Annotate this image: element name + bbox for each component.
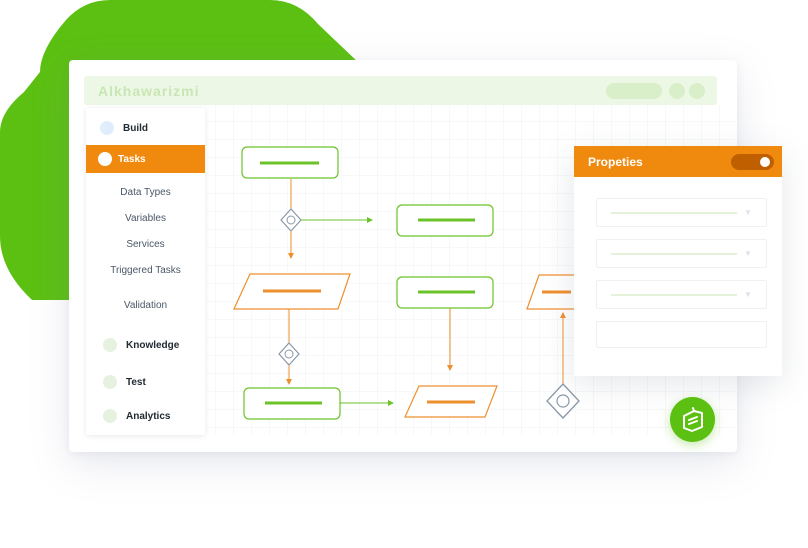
- sidebar-item-build[interactable]: Build: [86, 115, 205, 141]
- properties-toggle[interactable]: [731, 154, 774, 170]
- sidebar-item-knowledge[interactable]: Knowledge: [86, 332, 205, 358]
- sidebar-subitem-validation[interactable]: Validation: [123, 300, 168, 311]
- sidebar-item-label: Knowledge: [126, 339, 180, 351]
- sidebar: Build Tasks Data Types Variables Service…: [86, 108, 205, 435]
- flow-node-io[interactable]: [404, 385, 498, 418]
- chevron-down-icon: ▼: [744, 208, 752, 217]
- flow-builder-button[interactable]: [670, 397, 715, 442]
- flow-node-process[interactable]: [396, 276, 494, 309]
- sidebar-subitem-data-types[interactable]: Data Types: [120, 187, 171, 198]
- window-button-dot[interactable]: [689, 83, 705, 99]
- sidebar-item-analytics[interactable]: Analytics: [86, 403, 205, 429]
- chevron-down-icon: ▼: [744, 249, 752, 258]
- properties-panel: Propeties ▼ ▼ ▼: [574, 146, 782, 376]
- sidebar-item-label: Analytics: [126, 410, 171, 422]
- test-dot-icon: [103, 375, 117, 389]
- chevron-down-icon: ▼: [744, 290, 752, 299]
- sidebar-subitem-triggered-tasks[interactable]: Triggered Tasks: [110, 265, 181, 276]
- flow-builder-icon: [683, 407, 703, 432]
- flow-node-io[interactable]: [233, 273, 351, 310]
- properties-panel-header: Propeties: [574, 146, 782, 177]
- property-dropdown[interactable]: ▼: [596, 280, 767, 309]
- flow-node-process[interactable]: [243, 387, 341, 420]
- toggle-knob: [760, 157, 770, 167]
- tasks-dot-icon: [98, 152, 112, 166]
- sidebar-item-label: Test: [126, 376, 146, 388]
- sidebar-item-tasks[interactable]: Tasks: [86, 145, 205, 173]
- window-button-dot[interactable]: [669, 83, 685, 99]
- sidebar-subitem-services[interactable]: Services: [126, 239, 165, 250]
- build-dot-icon: [100, 121, 114, 135]
- field-placeholder-line: [611, 212, 737, 214]
- property-dropdown[interactable]: ▼: [596, 239, 767, 268]
- field-placeholder-line: [611, 294, 737, 296]
- sidebar-subitem-variables[interactable]: Variables: [125, 213, 166, 224]
- flow-node-process[interactable]: [396, 204, 494, 237]
- property-dropdown[interactable]: ▼: [596, 198, 767, 227]
- property-input[interactable]: [596, 321, 767, 348]
- properties-panel-title: Propeties: [588, 155, 643, 169]
- sidebar-item-label: Tasks: [118, 153, 146, 165]
- knowledge-dot-icon: [103, 338, 117, 352]
- title-bar-pill[interactable]: [606, 83, 662, 99]
- analytics-dot-icon: [103, 409, 117, 423]
- field-placeholder-line: [611, 253, 737, 255]
- flow-node-process[interactable]: [241, 146, 339, 179]
- flow-node-decision[interactable]: [546, 383, 580, 419]
- title-bar: Alkhawarizmi: [84, 76, 717, 105]
- sidebar-item-test[interactable]: Test: [86, 369, 205, 395]
- app-title: Alkhawarizmi: [98, 83, 200, 99]
- sidebar-item-label: Build: [123, 122, 148, 134]
